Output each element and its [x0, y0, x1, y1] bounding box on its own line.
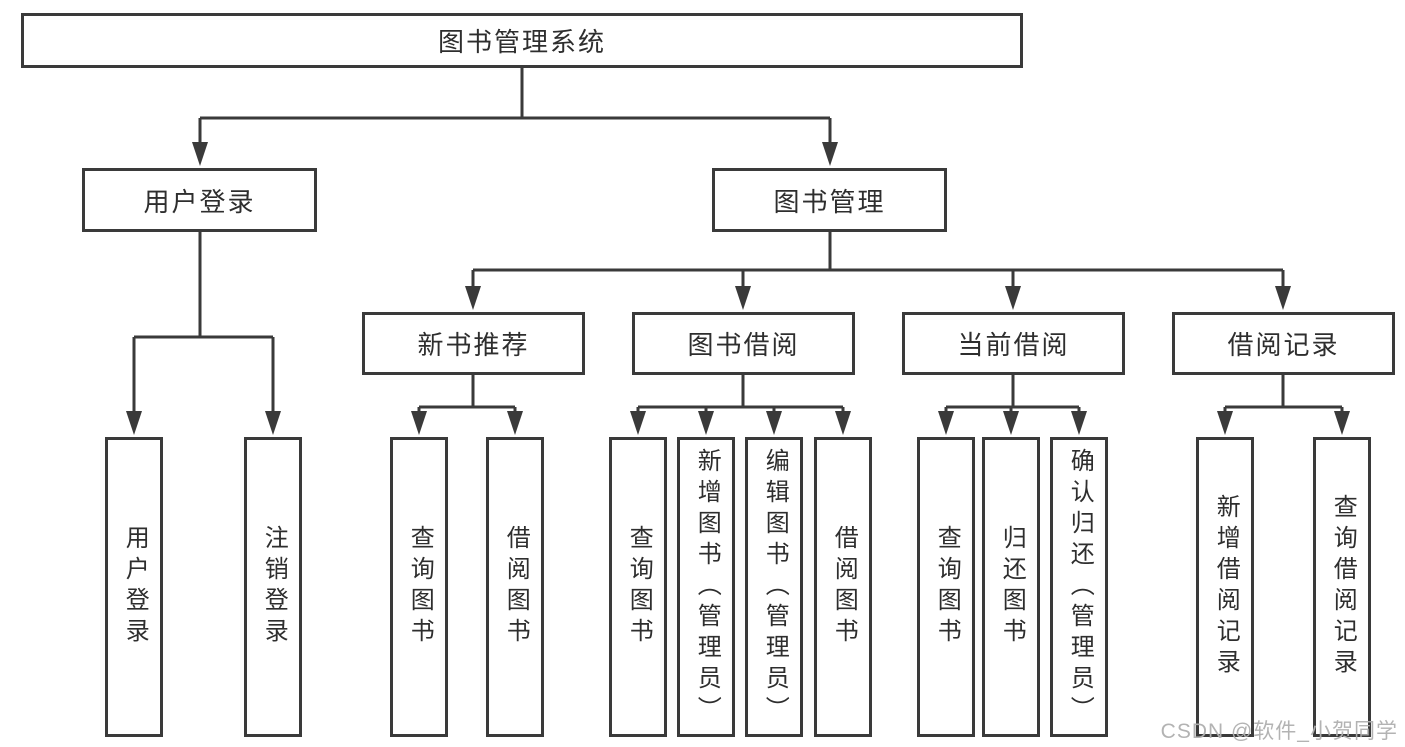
node-library-management-system: 图书管理系统: [21, 13, 1023, 68]
leaf-add-books-admin: 新增图书（管理员）: [677, 437, 735, 737]
leaf-query-borrow-record: 查询借阅记录: [1313, 437, 1371, 737]
arrowhead-icon: [766, 411, 782, 435]
arrowhead-icon: [1275, 286, 1291, 310]
leaf-confirm-return-admin: 确认归还（管理员）: [1050, 437, 1108, 737]
node-current-borrowing: 当前借阅: [902, 312, 1125, 375]
arrowhead-icon: [835, 411, 851, 435]
arrowhead-icon: [411, 411, 427, 435]
arrowhead-icon: [1005, 286, 1021, 310]
node-book-borrowing: 图书借阅: [632, 312, 855, 375]
arrowhead-icon: [507, 411, 523, 435]
arrowhead-icon: [126, 411, 142, 435]
leaf-user-login: 用户登录: [105, 437, 163, 737]
node-borrowing-records: 借阅记录: [1172, 312, 1395, 375]
leaf-query-books: 查询图书: [917, 437, 975, 737]
arrowhead-icon: [1071, 411, 1087, 435]
connector-book-mgmt-children: [471, 232, 1285, 294]
arrowhead-icon: [735, 286, 751, 310]
arrowhead-icon: [265, 411, 281, 435]
arrowhead-icon: [1334, 411, 1350, 435]
arrowhead-icon: [698, 411, 714, 435]
arrowhead-icon: [938, 411, 954, 435]
leaf-borrow-books: 借阅图书: [486, 437, 544, 737]
connector-book-borrow-children: [636, 375, 845, 418]
leaf-query-books: 查询图书: [390, 437, 448, 737]
arrowhead-icon: [1003, 411, 1019, 435]
connector-user-login-children: [132, 232, 275, 418]
node-book-management: 图书管理: [712, 168, 947, 232]
leaf-add-borrow-record: 新增借阅记录: [1196, 437, 1254, 737]
connector-root-to-level2: [198, 68, 832, 150]
node-new-book-recommend: 新书推荐: [362, 312, 585, 375]
arrowhead-icon: [822, 142, 838, 166]
leaf-borrow-books: 借阅图书: [814, 437, 872, 737]
arrowhead-icon: [630, 411, 646, 435]
node-user-login: 用户登录: [82, 168, 317, 232]
leaf-return-books: 归还图书: [982, 437, 1040, 737]
connector-borrow-record-children: [1223, 375, 1344, 418]
arrowhead-icon: [192, 142, 208, 166]
leaf-query-books: 查询图书: [609, 437, 667, 737]
csdn-watermark: CSDN @软件_小贺同学: [1160, 720, 1398, 743]
arrowhead-icon: [465, 286, 481, 310]
connector-new-book-children: [417, 375, 517, 418]
leaf-logout: 注销登录: [244, 437, 302, 737]
arrowhead-icon: [1217, 411, 1233, 435]
leaf-edit-books-admin: 编辑图书（管理员）: [745, 437, 803, 737]
